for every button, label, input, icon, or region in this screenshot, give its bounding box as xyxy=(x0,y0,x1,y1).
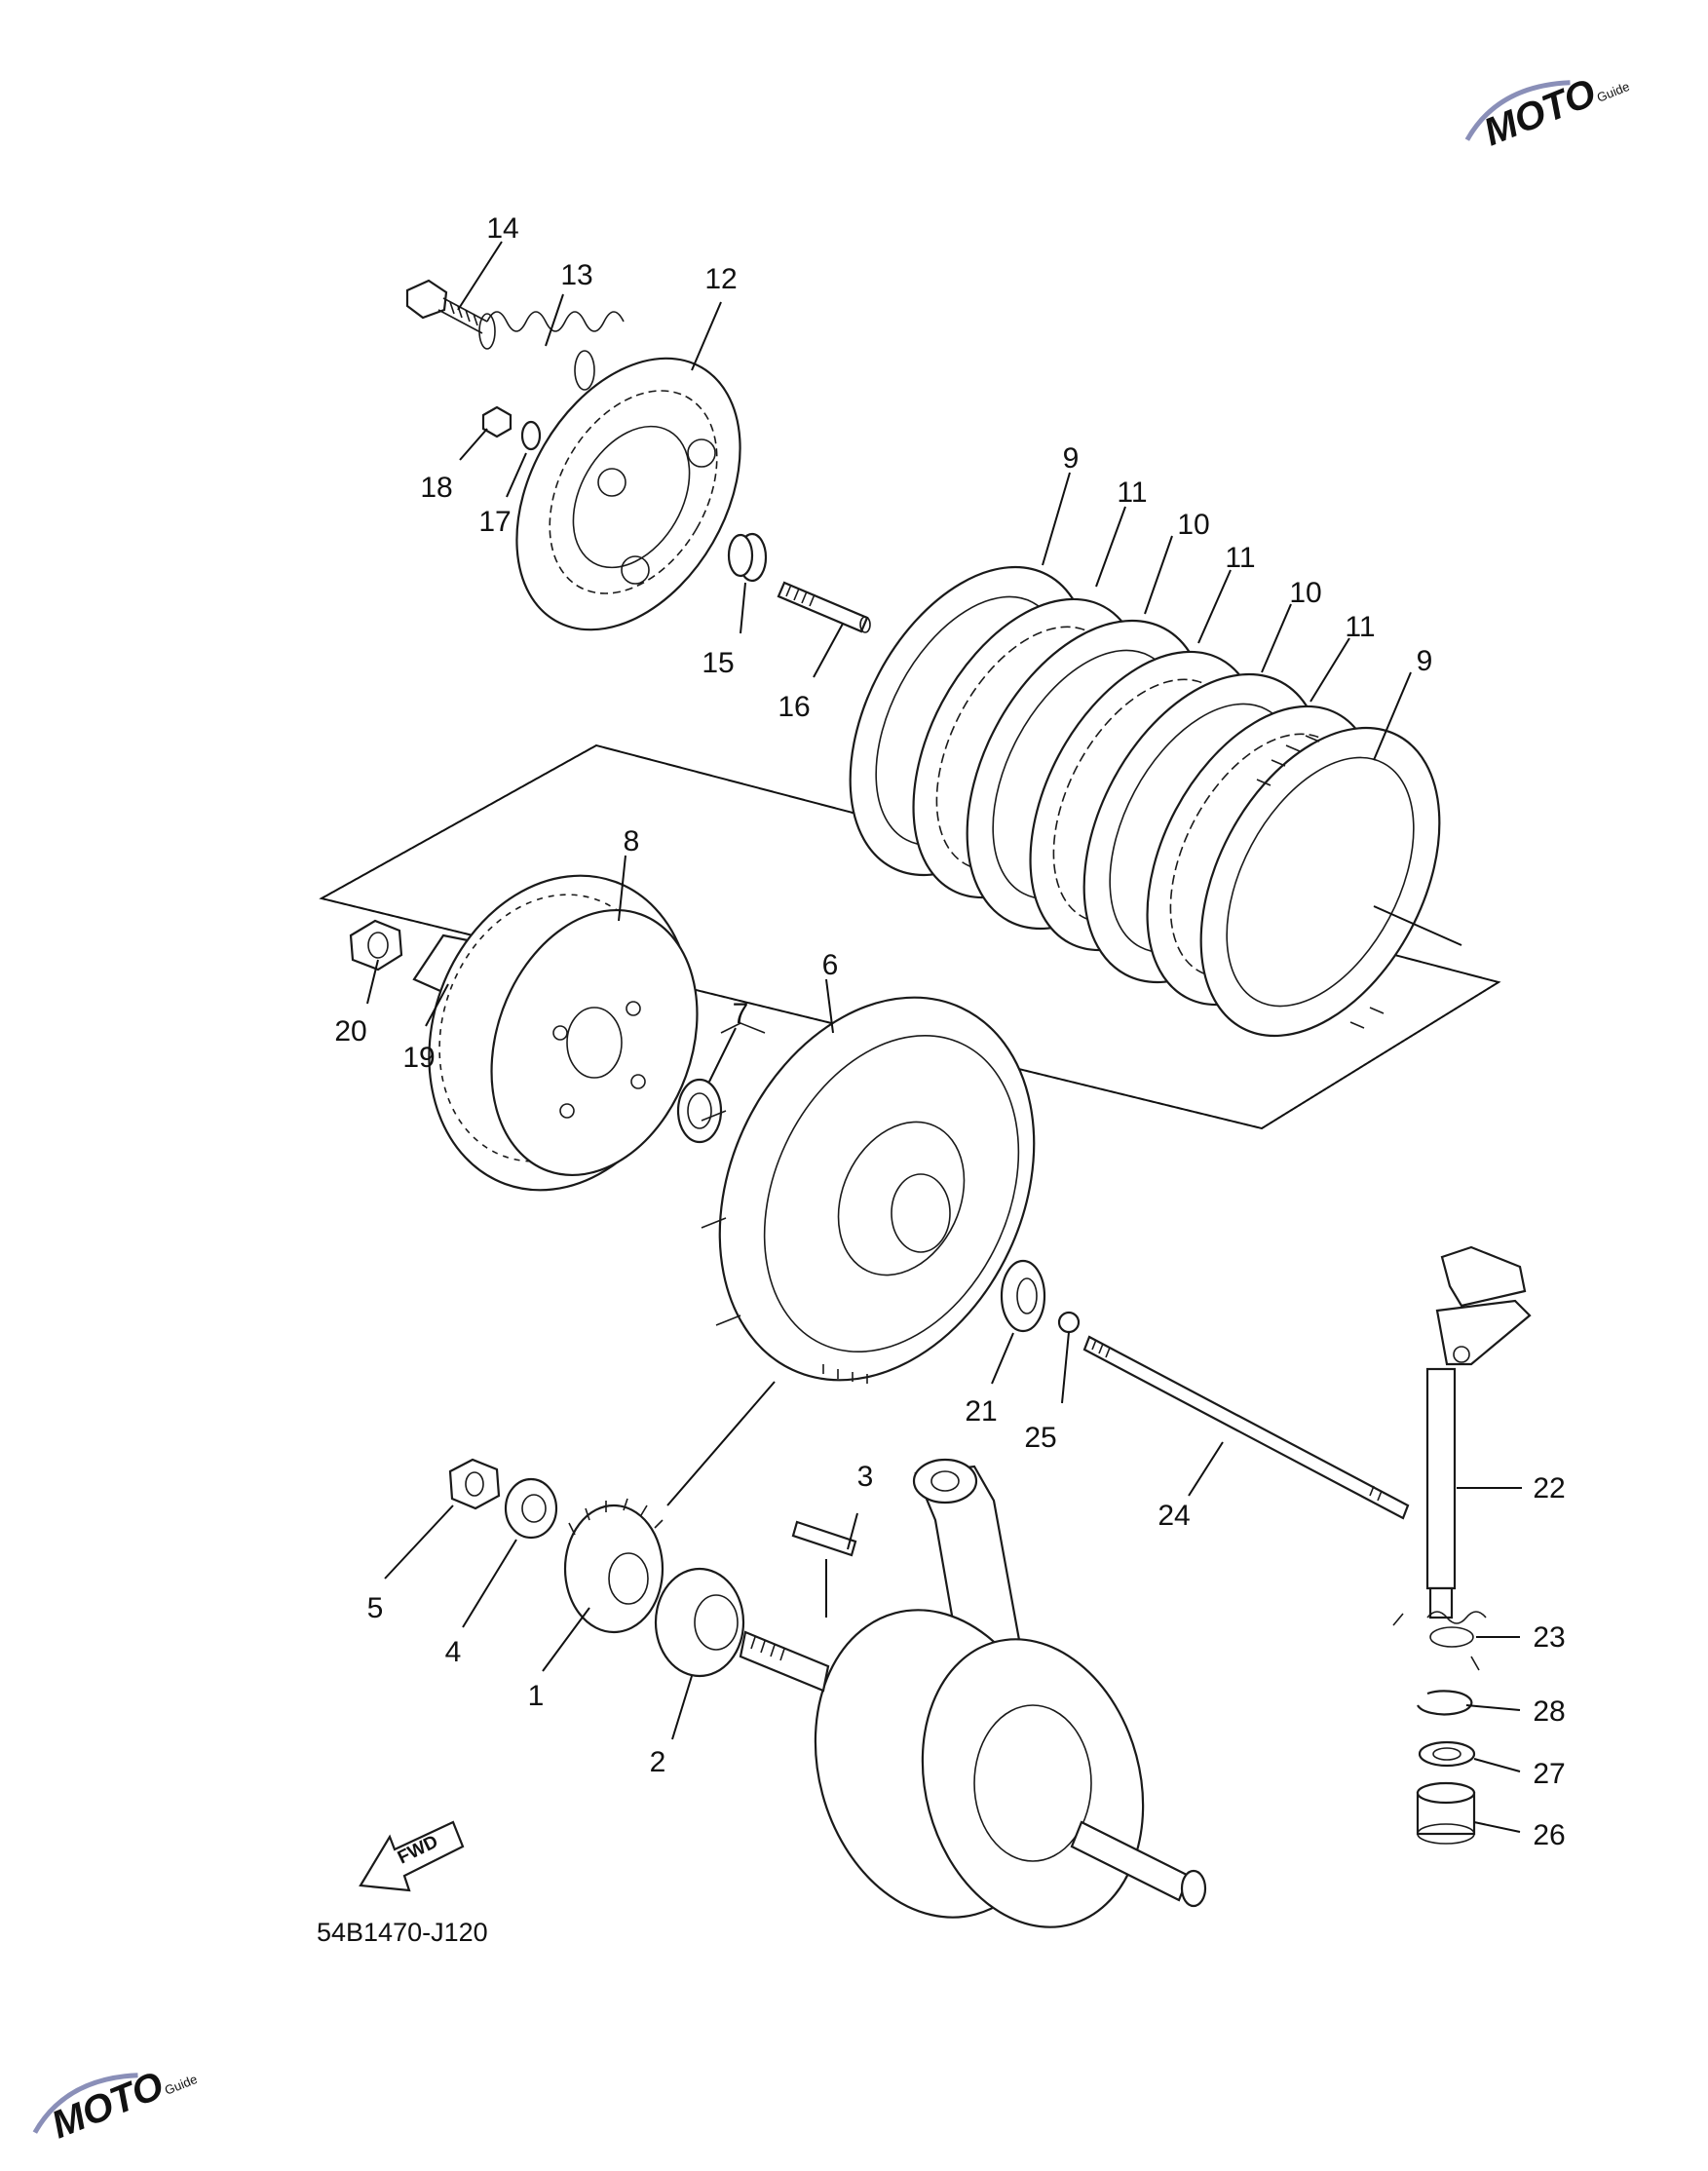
callout-2: 2 xyxy=(650,1746,666,1778)
leader-lines xyxy=(366,241,1522,1833)
part-8-primary-driven-gear xyxy=(428,874,699,1192)
callout-7: 7 xyxy=(733,998,749,1030)
callout-9-rear: 9 xyxy=(1417,645,1433,677)
part-6-clutch-housing xyxy=(701,996,1036,1384)
callout-8: 8 xyxy=(624,825,640,857)
clutch-plate-stack xyxy=(849,565,1441,1038)
part-16-push-rod xyxy=(777,581,871,633)
part-7-spline-washer xyxy=(676,1078,723,1144)
callout-17: 17 xyxy=(478,506,511,538)
callout-23: 23 xyxy=(1533,1621,1565,1654)
callout-labels: 14 13 12 18 17 15 16 9 11 10 11 10 11 9 … xyxy=(334,212,1565,1851)
callout-11-a: 11 xyxy=(1117,476,1147,509)
part-25-ball xyxy=(1057,1311,1081,1334)
callout-9-front: 9 xyxy=(1063,442,1080,475)
watermark-subtext-bottom: Guide xyxy=(163,2072,200,2098)
watermark-text-bottom: MOTO xyxy=(46,2064,170,2147)
callout-1: 1 xyxy=(528,1680,545,1712)
watermark-logo-top: MOTO Guide xyxy=(1464,71,1632,154)
callout-5: 5 xyxy=(367,1592,384,1624)
callout-26: 26 xyxy=(1533,1819,1565,1851)
part-18-nut xyxy=(481,405,512,438)
callout-3: 3 xyxy=(857,1461,874,1493)
callout-16: 16 xyxy=(778,691,810,723)
part-9-friction-plate-rear xyxy=(1199,726,1441,1038)
callout-15: 15 xyxy=(702,647,734,679)
callout-6: 6 xyxy=(822,949,839,981)
part-4-washer xyxy=(504,1477,558,1540)
part-12-pressure-plate xyxy=(515,357,741,631)
part-15-bearing xyxy=(727,532,768,583)
callout-18: 18 xyxy=(420,472,452,504)
part-17-washer xyxy=(520,420,542,451)
part-5-nut xyxy=(448,1458,501,1510)
callout-4: 4 xyxy=(445,1636,462,1668)
watermark-text-top: MOTO xyxy=(1478,71,1602,154)
callout-11-c: 11 xyxy=(1345,611,1375,643)
fwd-direction-arrow: FWD xyxy=(359,1820,465,1892)
part-24-push-rod xyxy=(1082,1335,1410,1520)
part-1-primary-drive-gear xyxy=(563,1498,664,1634)
callout-22: 22 xyxy=(1533,1472,1565,1504)
watermark-logo-bottom: MOTO Guide xyxy=(32,2064,200,2147)
watermark-subtext-top: Guide xyxy=(1595,79,1632,105)
part-26-bearing xyxy=(1416,1781,1476,1845)
part-13-spring xyxy=(478,311,625,391)
part-20-nut xyxy=(349,919,403,971)
crankshaft-assembly xyxy=(739,1458,1207,1928)
callout-25: 25 xyxy=(1024,1422,1056,1454)
callout-24: 24 xyxy=(1158,1500,1190,1532)
callout-10-b: 10 xyxy=(1289,577,1321,609)
part-14-bolt xyxy=(405,279,488,334)
part-28-circlip xyxy=(1417,1690,1473,1716)
callout-21: 21 xyxy=(965,1395,997,1428)
callout-19: 19 xyxy=(402,1042,435,1074)
part-23-spring xyxy=(1392,1611,1487,1671)
part-21-washer xyxy=(1000,1259,1046,1333)
part-3-key xyxy=(791,1520,857,1557)
callout-20: 20 xyxy=(334,1015,366,1047)
part-2-collar xyxy=(654,1567,745,1678)
part-27-oil-seal xyxy=(1418,1740,1476,1768)
callout-14: 14 xyxy=(486,212,518,245)
callout-10-a: 10 xyxy=(1177,509,1209,541)
callout-11-b: 11 xyxy=(1225,542,1255,574)
callout-28: 28 xyxy=(1533,1695,1565,1728)
callout-12: 12 xyxy=(704,263,737,295)
callout-13: 13 xyxy=(560,259,592,291)
callout-27: 27 xyxy=(1533,1758,1565,1790)
drawing-code: 54B1470-J120 xyxy=(317,1918,488,1947)
part-22-push-lever-shaft xyxy=(1425,1245,1532,1619)
